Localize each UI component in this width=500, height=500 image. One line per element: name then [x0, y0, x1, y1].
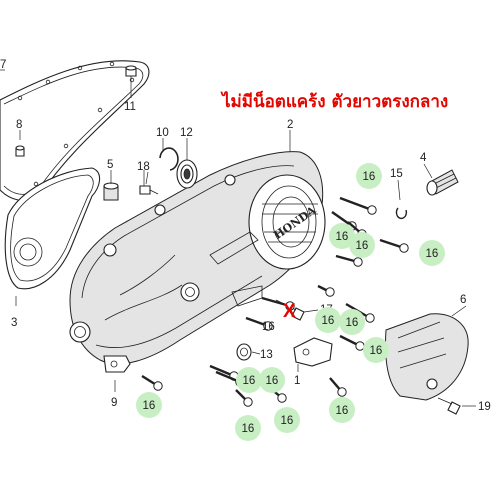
highlighted-16-bubbles: 16 16 16 16 16 16 16 16 16 16 16 16 16 [136, 163, 445, 441]
callout-9: 9 [111, 397, 117, 409]
bolt-head [365, 313, 375, 323]
plug-part-4 [426, 169, 459, 196]
callout-2: 2 [287, 119, 293, 131]
callout-19: 19 [478, 401, 491, 413]
note-missing-long-bolt: ไม่มีน็อตแคร้ง ตัวยาวตรงกลาง [222, 92, 449, 112]
highlight-label-16: 16 [370, 345, 383, 357]
bolt-head [337, 387, 347, 397]
callout-16-plain: 16 [262, 321, 275, 333]
highlight-label-16: 16 [346, 317, 359, 329]
bolt-head [399, 243, 409, 253]
callout-6: 6 [460, 294, 466, 306]
bolt-head [263, 321, 273, 331]
callout-3: 3 [11, 317, 17, 329]
crankcase-cover: HONDA [69, 151, 326, 365]
highlight-label-16: 16 [281, 415, 294, 427]
callout-15: 15 [390, 168, 403, 180]
bolt-part-19 [437, 397, 461, 415]
dowel-part-8 [15, 145, 25, 157]
highlight-label-16: 16 [356, 240, 369, 252]
spacer-part-13 [236, 343, 252, 361]
sleeve-part-5 [103, 182, 119, 201]
guard-part-6 [385, 313, 469, 401]
missing-bolt-x-mark: X [283, 301, 296, 322]
clip-part-15 [395, 207, 408, 220]
highlight-label-16: 16 [266, 375, 279, 387]
callout-12: 12 [180, 127, 193, 139]
highlight-label-16: 16 [363, 171, 376, 183]
gasket-part-3 [4, 167, 101, 290]
clamp-part-9 [103, 355, 131, 373]
bolt-head [367, 205, 377, 215]
circlip-part-10 [159, 147, 179, 171]
bolt-head [243, 397, 253, 407]
bolt-head [285, 301, 295, 311]
bolt-head [353, 257, 363, 267]
dowel-part-11 [125, 65, 137, 77]
highlight-label-16: 16 [242, 423, 255, 435]
highlight-label-16: 16 [426, 248, 439, 260]
highlight-label-16: 16 [243, 375, 256, 387]
highlight-label-16: 16 [143, 400, 156, 412]
bolt-shaft [261, 296, 291, 308]
callout-4: 4 [420, 152, 427, 164]
leader-lines [0, 69, 476, 407]
bolt-head [355, 341, 365, 351]
bolt-part-18 [139, 185, 159, 195]
bolt-head [277, 393, 287, 403]
bolt-head [153, 381, 163, 391]
callout-8: 8 [16, 119, 22, 131]
callout-1: 1 [294, 375, 300, 387]
callout-5: 5 [107, 159, 113, 171]
callout-18: 18 [137, 161, 150, 173]
callout-11: 11 [124, 101, 136, 113]
bolt-head [325, 287, 335, 297]
bearing-part-12 [176, 159, 198, 189]
highlight-label-16: 16 [322, 315, 335, 327]
callout-10: 10 [156, 127, 169, 139]
callout-7: 7 [0, 59, 6, 71]
bolt-shaft [339, 196, 373, 212]
bracket-part-1 [293, 337, 333, 367]
highlight-label-16: 16 [336, 231, 349, 243]
callout-labels: 7 11 8 10 12 5 18 2 4 15 6 3 9 13 1 19 1… [0, 59, 491, 413]
highlight-label-16: 16 [336, 405, 349, 417]
callout-13: 13 [260, 349, 273, 361]
